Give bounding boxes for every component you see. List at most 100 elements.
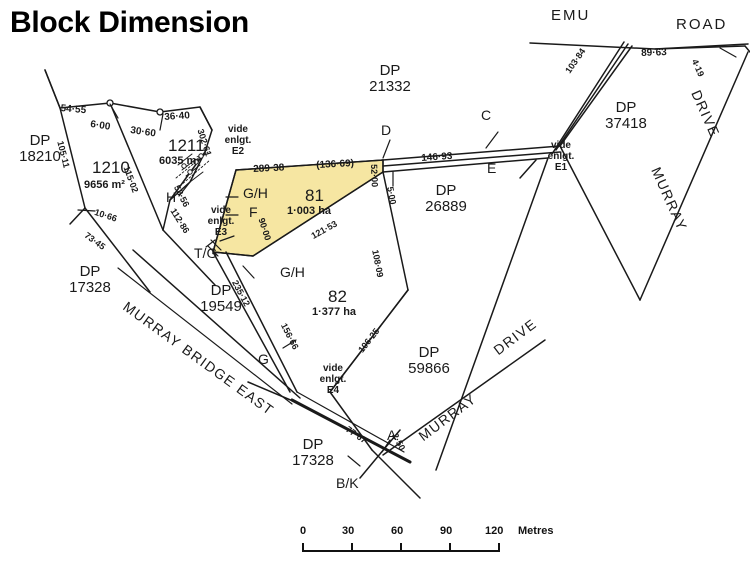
road-mbe-north (132, 249, 301, 399)
survey-mark-a (181, 163, 187, 169)
mark-bk: B/K (336, 475, 359, 491)
lot-number-81: 81 (305, 186, 324, 205)
scale-tick-0: 0 (300, 525, 307, 537)
scale-bar: 0 30 60 90 120 Metres (300, 525, 553, 554)
boundary-37418-tail (519, 159, 537, 179)
boundary-235-12 (212, 251, 291, 393)
mark-h: H (166, 189, 177, 205)
mark-c: C (481, 107, 492, 123)
easement-e3-line2: enlgt. (207, 216, 235, 228)
easement-e2-line3: E2 (231, 146, 245, 158)
easement-e2-line2: enlgt. (224, 135, 252, 147)
easement-e1-line3: E1 (554, 162, 568, 174)
boundary-105-11 (59, 107, 86, 209)
road-murray-drive-bottom (382, 339, 546, 456)
boundary-4-19 (744, 45, 750, 53)
boundary-37418-east (654, 45, 746, 50)
lot-area-81: 1·003 ha (287, 205, 332, 217)
mark-d: D (381, 122, 392, 138)
easement-e4-line2: enlgt. (319, 374, 347, 386)
scale-rule-tick-0 (302, 543, 304, 552)
boundary-81-north (235, 159, 384, 171)
boundary-ticks (207, 239, 222, 257)
boundary-1211-east (199, 106, 213, 153)
road-label-emu: EMU (551, 7, 591, 24)
boundary-103-84b (555, 43, 629, 151)
node-top-1 (106, 99, 114, 107)
dp-label-19549: DP 19549 (200, 282, 242, 315)
boundary-112-86 (162, 199, 171, 231)
mark-a: A (387, 427, 397, 443)
scale-rule (300, 542, 510, 554)
page-title: Block Dimension (10, 6, 249, 39)
mark-f: F (249, 204, 258, 220)
dimension-289-38: 289·38 (252, 162, 285, 175)
dp-label-37418: DP 37418 (605, 99, 647, 132)
road-label-road: ROAD (676, 16, 728, 33)
dimension-5-00: 5·00 (385, 185, 399, 206)
road-bottom-band-2 (296, 391, 405, 453)
boundary-bk-tail (359, 429, 401, 479)
road-corridor-south (382, 157, 549, 173)
easement-e1-line2: enlgt. (547, 151, 575, 163)
boundary-156-66 (225, 251, 298, 393)
lot-area-1210: 9656 m² (84, 179, 125, 191)
scale-tick-90: 90 (440, 525, 453, 537)
survey-mark-c (193, 159, 199, 165)
boundary-murray-drive-right (639, 51, 749, 301)
survey-mark-b (187, 169, 193, 175)
dimension-146-93: 146·93 (420, 150, 453, 164)
road-corridor-north (382, 145, 561, 161)
boundary-1210-east (109, 102, 164, 231)
lot-area-1211: 6035 m² (159, 155, 200, 167)
dp-label-17328-bottom: DP 17328 (292, 436, 334, 469)
easement-e4: vide enlgt. E4 (312, 363, 354, 397)
boundary-58-56 (169, 151, 206, 201)
mark-tg: T/G (194, 245, 218, 261)
scale-rule-tick-4 (498, 543, 500, 552)
mark-gh-1: G/H (243, 185, 268, 201)
easement-e4-line3: E4 (326, 385, 340, 397)
scale-rule-tick-2 (400, 543, 402, 552)
boundary-103-84c (551, 41, 625, 155)
easement-e4-line1: vide (322, 363, 343, 374)
notch-cluster (177, 153, 204, 183)
dp-label-26889: DP 26889 (425, 182, 467, 215)
dimension-36-40: 36·40 (163, 110, 191, 123)
scale-tick-60: 60 (391, 525, 404, 537)
dimension-54-55: 54·55 (60, 103, 87, 117)
dp-label-17328-left: DP 17328 (69, 263, 111, 296)
boundary-dp18210-west (44, 69, 61, 109)
mark-g: G (258, 351, 269, 367)
boundary-37418-south (435, 157, 549, 471)
boundary-bk-tail2 (371, 449, 421, 499)
scale-rule-tick-1 (351, 543, 353, 552)
lot-number-1211: 1211 (168, 136, 205, 155)
road-corridor-mid (382, 151, 561, 167)
easement-e3: vide enlgt. E3 (200, 205, 242, 239)
boundary-82-east-108-09 (382, 171, 409, 291)
easement-e1-line1: vide (550, 140, 571, 151)
boundary-81-west (212, 169, 237, 253)
scale-tick-30: 30 (342, 525, 355, 537)
lot-number-1210: 1210 (92, 158, 130, 177)
boundary-1210-south (162, 229, 216, 286)
easement-e3-line1: vide (210, 205, 231, 216)
road-mbe-south (117, 267, 293, 405)
node-top-2 (156, 108, 164, 116)
boundary-77-67 (329, 391, 373, 451)
dp-label-59866: DP 59866 (408, 344, 450, 377)
scale-rule-tick-3 (449, 543, 451, 552)
dimension-136-69: (136·69) (315, 158, 355, 171)
road-bottom-band-1 (290, 398, 412, 464)
easement-e1: vide enlgt. E1 (540, 140, 582, 174)
dimension-52-00: 52·00 (369, 163, 380, 188)
survey-mark-d (198, 153, 204, 159)
cross-line-bottom (247, 381, 301, 405)
mark-gh-2: G/H (280, 264, 305, 280)
lot-number-82: 82 (328, 287, 347, 306)
easement-e3-line3: E3 (214, 227, 228, 239)
lot-area-82: 1·377 ha (312, 306, 357, 318)
